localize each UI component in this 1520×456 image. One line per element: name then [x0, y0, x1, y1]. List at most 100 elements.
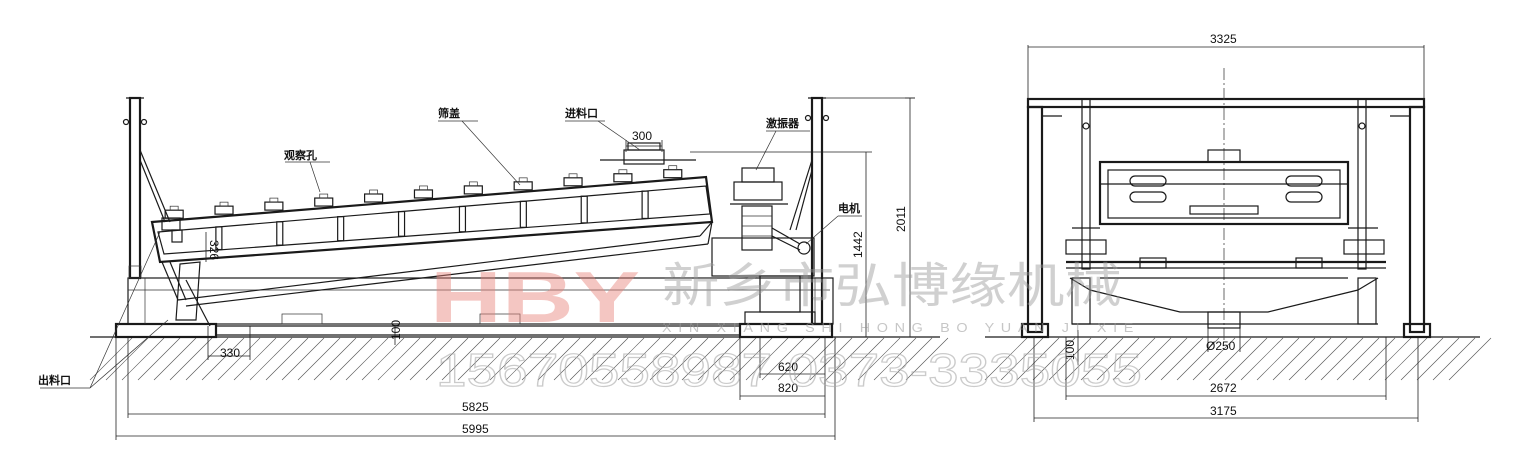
- ground-hatch: [905, 337, 949, 381]
- ground-hatch: [1304, 337, 1348, 381]
- ground-hatch: [857, 337, 901, 381]
- watermark-phones: 15670558987 0373-3335055: [436, 344, 1142, 396]
- ground-hatch: [1416, 337, 1460, 381]
- ground-hatch: [1336, 337, 1380, 381]
- ground-hatch: [1352, 337, 1396, 381]
- screen-clamp: [314, 197, 334, 207]
- ground-hatch: [1128, 337, 1172, 381]
- label-vibrator: 激振器: [766, 116, 800, 130]
- ground-hatch: [281, 337, 325, 381]
- ground-hatch: [1368, 337, 1412, 381]
- screen-rib: [397, 210, 406, 237]
- screen-clamp: [463, 185, 483, 195]
- ground-hatch: [697, 337, 741, 381]
- ground-hatch: [1192, 337, 1236, 381]
- ground-hatch: [185, 337, 229, 381]
- dimension-lines-left: [115, 97, 915, 440]
- ground-hatch: [889, 337, 933, 381]
- ground-hatch: [521, 337, 565, 381]
- screen-clamp-bolt: [668, 165, 678, 171]
- dim-326: 326: [207, 240, 221, 260]
- label-inlet: 进料口: [565, 106, 598, 120]
- dim-2011: 2011: [894, 206, 908, 232]
- ground-hatch: [1320, 337, 1364, 381]
- screen-clamp: [364, 193, 384, 203]
- ground-hatch: [617, 337, 661, 381]
- ground-hatch: [777, 337, 821, 381]
- dim-1442: 1442: [851, 231, 865, 258]
- screen-clamp-bolt: [219, 201, 229, 207]
- ground-hatch: [553, 337, 597, 381]
- label-motor: 电机: [838, 201, 860, 215]
- ground-hatch: [713, 337, 757, 381]
- right-post: [789, 96, 915, 326]
- ground-hatch: [1112, 337, 1156, 381]
- ground-hatch: [153, 337, 197, 381]
- ground-hatch: [1272, 337, 1316, 381]
- ground-hatch: [601, 337, 645, 381]
- ground-hatch: [1080, 337, 1124, 381]
- dim-100-right: 100: [1063, 340, 1077, 360]
- screen-rib: [458, 205, 467, 233]
- watermark: HBY 新乡市弘博缘机械 XIN XIANG SHI HONG BO YUAN …: [430, 258, 1143, 397]
- screen-rib: [337, 216, 345, 242]
- screen-clamp-bolt: [369, 189, 378, 195]
- ground-hatch: [105, 337, 149, 381]
- ground-hatch: [425, 337, 469, 381]
- screen-clamp-bolt: [618, 169, 628, 175]
- screen-clamp: [563, 177, 583, 187]
- ground-hatch: [409, 337, 453, 381]
- ground-hatch: [1432, 337, 1476, 381]
- label-observation-hole: 观察孔: [284, 148, 317, 162]
- ground-hatch: [1400, 337, 1444, 381]
- ground-hatch: [569, 337, 613, 381]
- dim-620: 620: [778, 360, 798, 374]
- ground-hatch: [1176, 337, 1220, 381]
- ground-hatch: [1016, 337, 1060, 381]
- ground-hatch: [841, 337, 885, 381]
- ground-hatch: [649, 337, 693, 381]
- dim-5825: 5825: [462, 400, 489, 414]
- screen-clamp: [663, 169, 683, 179]
- ground-hatch: [1448, 337, 1492, 381]
- vibrator-assembly: [711, 167, 816, 325]
- ground-hatch: [1208, 337, 1252, 381]
- ground-hatch: [249, 337, 293, 381]
- dim-820: 820: [778, 381, 798, 395]
- ground-hatch: [265, 337, 309, 381]
- ground-hatch: [633, 337, 677, 381]
- ground-hatch: [537, 337, 581, 381]
- ground-hatch: [1064, 337, 1108, 381]
- ground-hatch: [873, 337, 917, 381]
- ground-hatch: [361, 337, 405, 381]
- ground-hatch: [585, 337, 629, 381]
- ground-hatch: [345, 337, 389, 381]
- screen-clamp-bolt: [319, 193, 329, 199]
- ground-hatch: [1288, 337, 1332, 381]
- screen-rib: [215, 226, 223, 251]
- ground-hatch: [761, 337, 805, 381]
- ground-hatch: [201, 337, 245, 381]
- ground-hatch: [169, 337, 213, 381]
- watermark-company-cn: 新乡市弘博缘机械: [662, 258, 1122, 314]
- ground-hatch: [393, 337, 437, 381]
- screen-clamp: [264, 201, 284, 211]
- dimension-lines-right: [1027, 45, 1425, 422]
- ground-hatch: [1032, 337, 1076, 381]
- end-view-frame: [1020, 68, 1432, 340]
- ground-hatch: [1160, 337, 1204, 381]
- ground-hatch: [505, 337, 549, 381]
- ground-hatch: [1384, 337, 1428, 381]
- ground-hatch: [1224, 337, 1268, 381]
- watermark-company-pinyin: XIN XIANG SHI HONG BO YUAN JI XIE: [662, 320, 1140, 335]
- screen-clamp: [214, 205, 234, 215]
- ground-hatch: [825, 337, 869, 381]
- ground-hatch: [329, 337, 373, 381]
- screen-rib: [519, 200, 527, 228]
- screen-box: [150, 142, 714, 327]
- dim-2672: 2672: [1210, 381, 1237, 395]
- watermark-logo: HBY: [430, 258, 640, 338]
- screen-clamp: [413, 189, 434, 199]
- ground-hatch: [665, 337, 709, 381]
